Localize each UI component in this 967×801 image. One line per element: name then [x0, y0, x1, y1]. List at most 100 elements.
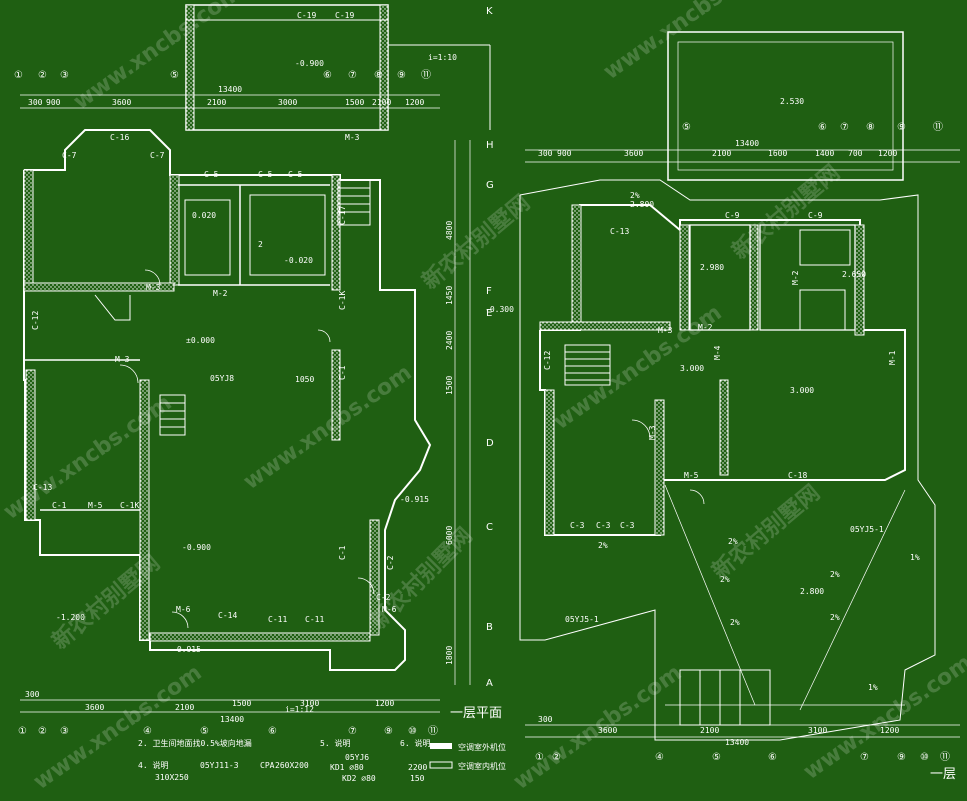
axis-label: ⑥	[818, 122, 827, 133]
legend-label: 空调室外机位	[458, 742, 506, 752]
legend-swatch	[430, 743, 452, 749]
axis-label: ⑤	[170, 70, 179, 81]
axis-label: ⑨	[897, 122, 906, 133]
axis-label: E	[486, 308, 492, 319]
window-label: C-3	[570, 521, 585, 530]
slope-mark: 2%	[730, 618, 740, 627]
axis-label: B	[486, 622, 493, 633]
dim: 310X250	[155, 773, 189, 782]
right-stairs	[564, 344, 611, 386]
left-notes: 2. 卫生间地面找0.5%坡向地漏 5. 说明 6. 说明 4. 说明 05YJ…	[138, 738, 506, 783]
dim: 1200	[405, 98, 424, 107]
door-label: M-3	[345, 133, 360, 142]
level-mark: 2.800	[630, 200, 654, 209]
dim: 3000	[278, 98, 297, 107]
window-label: C-17	[338, 206, 347, 225]
window-label: C-11	[305, 615, 324, 624]
dim: 1200	[878, 149, 897, 158]
axis-label: C	[486, 522, 493, 533]
axis-label: ③	[60, 70, 69, 81]
roof-outline	[519, 179, 936, 741]
note-line: 4. 说明	[138, 760, 168, 770]
window-label: C-9	[725, 211, 740, 220]
axis-label: A	[486, 678, 493, 689]
axis-label: ⑩	[408, 726, 417, 737]
axis-label: ⑩	[920, 752, 929, 763]
window-label: C-13	[33, 483, 52, 492]
axis-label: ②	[552, 752, 561, 763]
right-axis-top: ⑤ ⑥ ⑦ ⑧ ⑨ ⑪	[682, 121, 943, 133]
door-label: M-2	[213, 289, 228, 298]
window-label: C-9	[808, 211, 823, 220]
window-label: C-13	[610, 227, 629, 236]
door-label: M-3	[648, 425, 657, 440]
dim: 1600	[768, 149, 787, 158]
axis-label: ⑦	[840, 122, 849, 133]
door-label: M-6	[382, 605, 397, 614]
left-axis-right: K H G F E D C B A	[486, 6, 494, 689]
outer-wall	[23, 129, 432, 671]
slope-mark: 2%	[630, 191, 640, 200]
window-label: C-14	[218, 611, 237, 620]
dim: 1500	[445, 376, 454, 395]
dim: 4800	[445, 221, 454, 240]
dim-total: 13400	[220, 715, 244, 724]
window-label: C-11	[268, 615, 287, 624]
axis-label: ⑪	[933, 121, 943, 133]
axis-label: ⑪	[428, 725, 438, 737]
level-mark: -0.900	[295, 59, 324, 68]
level-mark: -0.915	[400, 495, 429, 504]
std-ref: 05YJ5-1	[850, 525, 884, 534]
window-label: C-1	[338, 545, 347, 560]
left-right-dims: 4800 1450 2400 1500 6000 1800	[445, 221, 454, 665]
axis-label: ⑥	[268, 726, 277, 737]
left-plan-title: 一层平面	[450, 706, 502, 721]
door-label: M-3	[658, 326, 673, 335]
watermark: 新农村别墅网	[366, 523, 478, 635]
dim: 1800	[445, 646, 454, 665]
door-label: M-4	[713, 345, 722, 360]
window-label: C-19	[335, 11, 354, 20]
window-label: C-5	[204, 170, 219, 179]
dim: 1400	[815, 149, 834, 158]
window-label: C-3	[620, 521, 635, 530]
slope-mark: 2%	[830, 570, 840, 579]
level-mark: 2.980	[700, 263, 724, 272]
level-mark: ±0.000	[186, 336, 215, 345]
axis-label: ③	[60, 726, 69, 737]
axis-label: ⑤	[682, 122, 691, 133]
door-label: M-6	[176, 605, 191, 614]
level-mark: 0.020	[192, 211, 216, 220]
window-label: C-2	[376, 593, 391, 602]
window-label: C-3	[596, 521, 611, 530]
slope-mark: i=1:12	[285, 705, 314, 714]
level-mark: -0.900	[182, 543, 211, 552]
right-axis-bottom: ① ② ④ ⑤ ⑥ ⑦ ⑨ ⑩ ⑪	[535, 751, 950, 763]
left-window-door-labels: C-19 C-19 C-16 C-7 C-7 C-5 C-5 C-5 C-17 …	[31, 11, 397, 624]
note-line: KD1 ∅80	[330, 763, 364, 772]
axis-label: ④	[655, 752, 664, 763]
watermark: 新农村别墅网	[727, 160, 845, 265]
axis-label: ⑥	[323, 70, 332, 81]
axis-label: K	[486, 6, 493, 17]
dim: 2100	[712, 149, 731, 158]
dim: 3600	[112, 98, 131, 107]
dim: 3600	[624, 149, 643, 158]
axis-label: ⑪	[421, 69, 431, 81]
std-ref: 05YJ8	[210, 374, 234, 383]
axis-label: ⑥	[768, 752, 777, 763]
axis-label: ⑦	[348, 726, 357, 737]
std-ref: 05YJ6	[345, 753, 369, 762]
dim: 260X200	[275, 761, 309, 770]
dim: 300	[538, 149, 553, 158]
axis-label: ②	[38, 726, 47, 737]
axis-label: G	[486, 180, 494, 191]
dim: 2100	[700, 726, 719, 735]
window-label: C-1K	[120, 501, 139, 510]
slope-mark: 2%	[720, 575, 730, 584]
axis-label: ①	[18, 726, 27, 737]
dim: 900	[557, 149, 572, 158]
legend-swatch	[429, 761, 453, 769]
